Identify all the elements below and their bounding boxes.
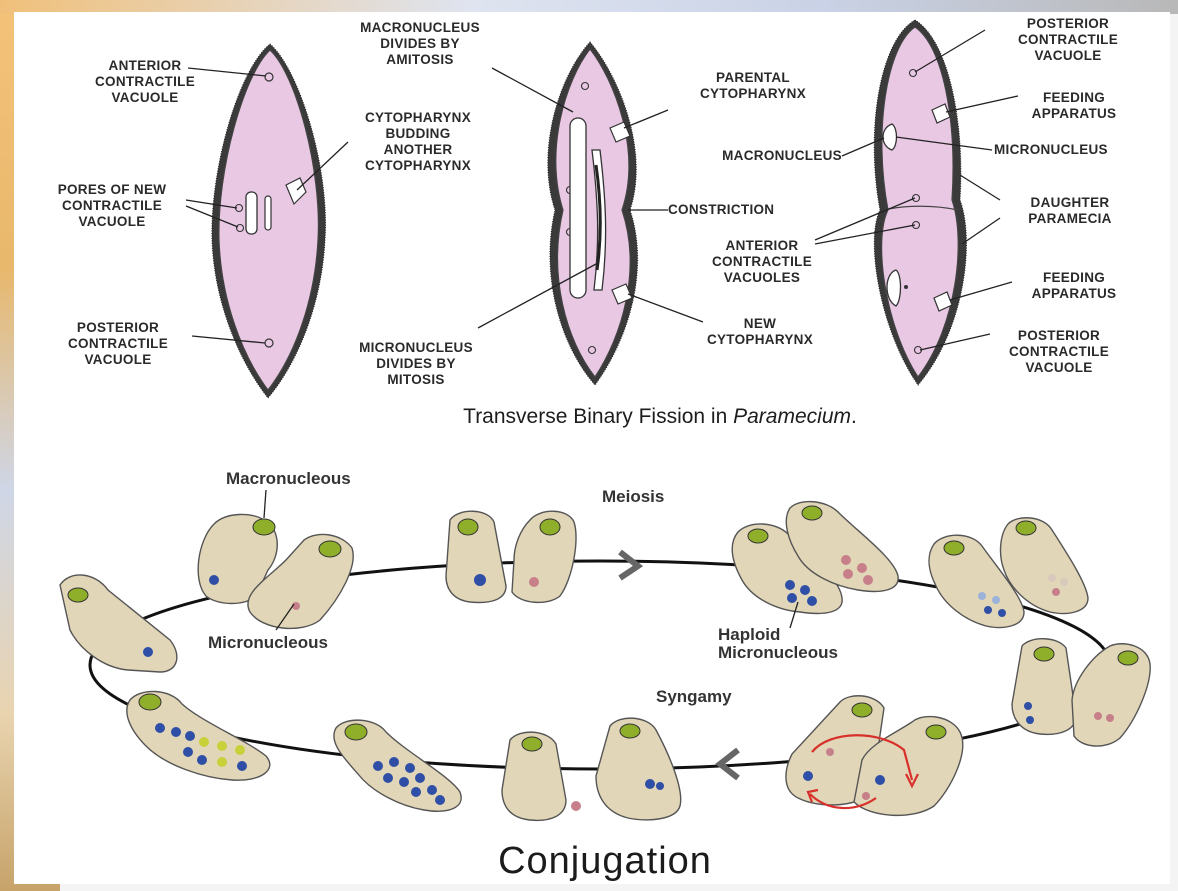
cell-pair-10 (127, 691, 270, 780)
cell-pair-3 (446, 511, 576, 602)
cell-pair-9 (334, 720, 461, 811)
conjugation-title: Conjugation (440, 840, 770, 883)
label-macronucleous: Macronucleous (226, 470, 351, 488)
label-meiosis: Meiosis (602, 488, 664, 506)
cell-pair-7 (786, 696, 963, 816)
cell-pair-5 (929, 518, 1088, 628)
cell-pair-2 (198, 514, 353, 628)
label-micronucleous: Micronucleous (208, 634, 328, 652)
cell-pair-4 (732, 502, 898, 614)
label-haploid-micronucleous: Haploid Micronucleous (718, 626, 838, 662)
cell-pair-6 (1012, 639, 1150, 746)
label-syngamy: Syngamy (656, 688, 732, 706)
cell-pair-1 (60, 575, 177, 672)
meiosis-arrowhead (620, 552, 638, 578)
